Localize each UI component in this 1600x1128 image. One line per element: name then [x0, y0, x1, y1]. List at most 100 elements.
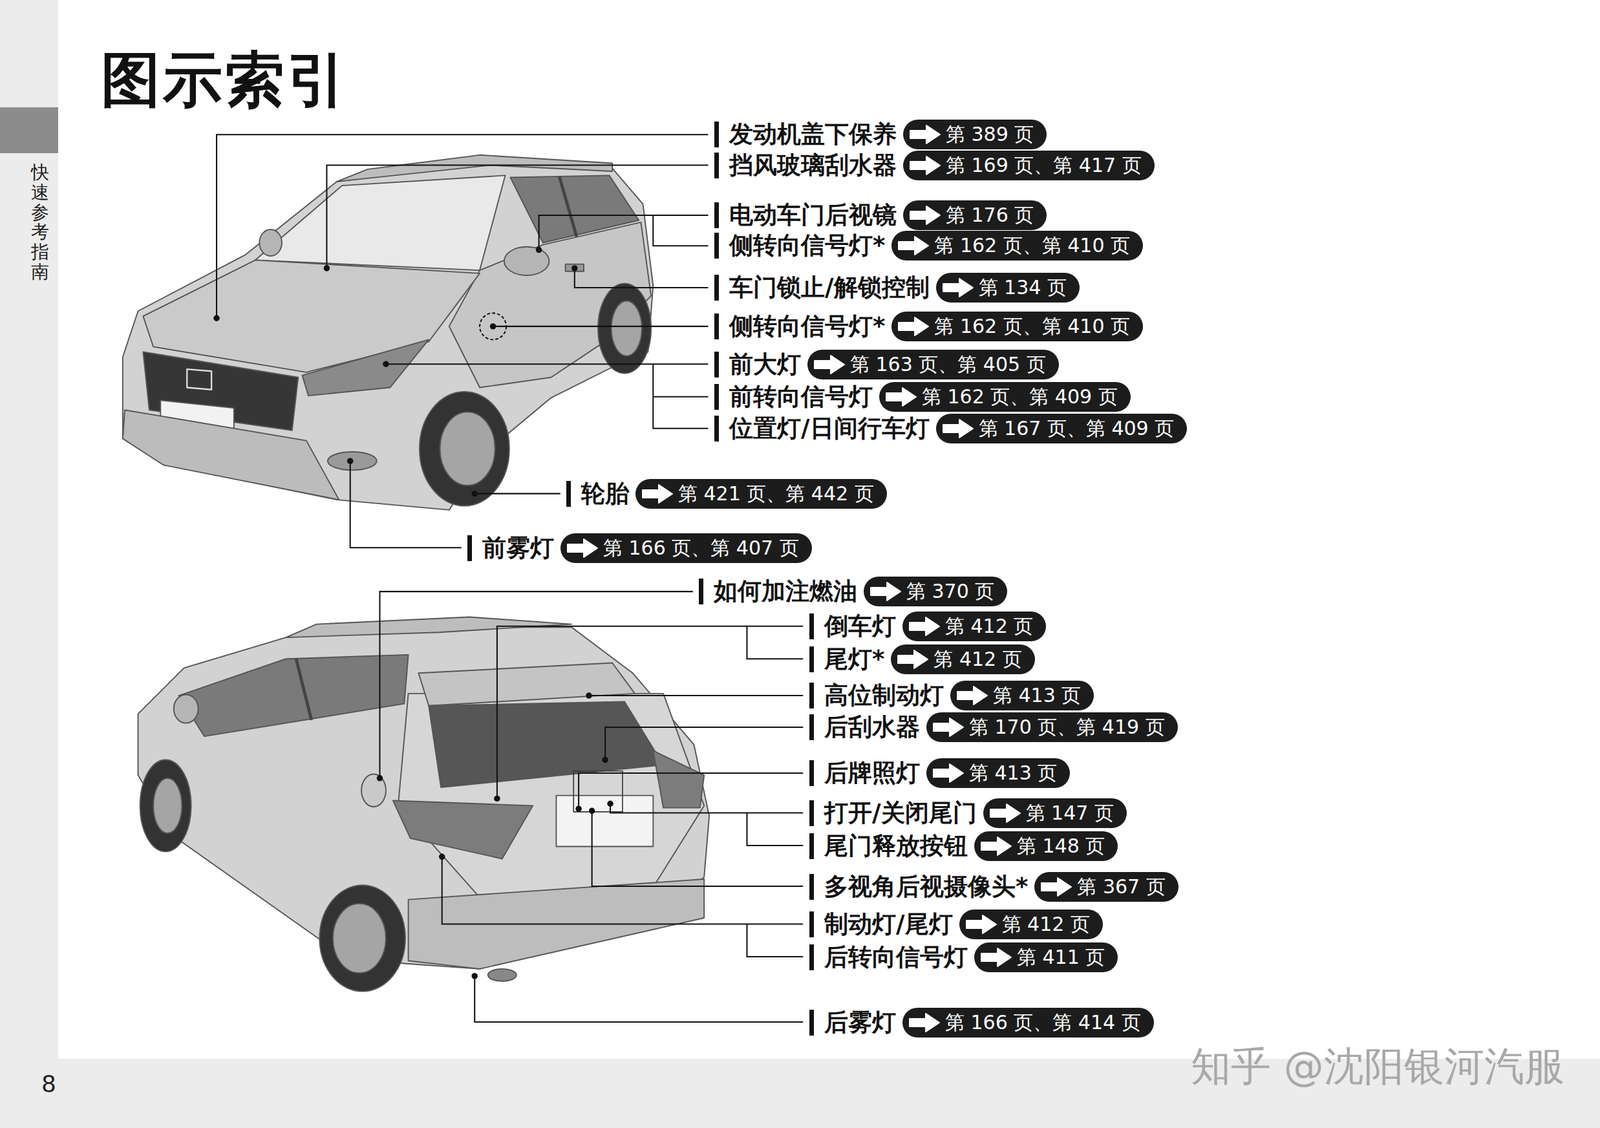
callout-bar — [809, 682, 814, 709]
leader-dot — [213, 315, 220, 322]
front-wheel — [419, 391, 510, 507]
arrow-shape — [966, 915, 997, 934]
leader-line — [746, 812, 803, 845]
callout-bar — [809, 800, 814, 827]
page-ref-pill: 第 421 页、第 442 页 — [635, 479, 887, 509]
page-ref-pill: 第 176 页 — [903, 200, 1047, 231]
callout-bar — [809, 613, 814, 640]
leader-line — [326, 165, 708, 269]
leader-line — [746, 626, 803, 659]
pillar — [559, 176, 577, 237]
headlight — [302, 339, 430, 396]
arrow-icon — [907, 615, 942, 638]
fuel-door — [361, 774, 386, 807]
page-ref-pill: 第 389 页 — [903, 119, 1047, 150]
page-ref: 第 162 页、第 409 页 — [921, 384, 1118, 411]
arrow-icon — [979, 835, 1014, 858]
callout-bar — [809, 833, 814, 860]
pillar — [296, 658, 312, 721]
callout-bar — [566, 480, 571, 507]
arrow-shape — [943, 419, 973, 438]
arrow-icon — [896, 648, 930, 671]
watermark: 知乎 @沈阳银河汽服 — [1190, 1039, 1565, 1094]
leader-line — [539, 215, 709, 251]
arrow-shape — [910, 125, 940, 144]
callout: 位置灯/日间行车灯第 167 页、第 409 页 — [714, 412, 1187, 445]
arrow-shape — [642, 484, 673, 503]
part-name: 后刮水器 — [824, 711, 920, 744]
part-name: 挡风玻璃刮水器 — [729, 149, 897, 182]
page-ref-pill: 第 367 页 — [1034, 872, 1178, 902]
leader-line — [493, 325, 709, 328]
arrow-shape — [814, 355, 845, 374]
logo — [186, 369, 212, 390]
callout: 后转向信号灯第 411 页 — [809, 941, 1118, 974]
left-mirror — [259, 229, 282, 256]
arrow-icon — [988, 802, 1023, 825]
leader-line — [652, 363, 708, 428]
page-ref: 第 134 页 — [978, 274, 1067, 302]
callout: 发动机盖下保养第 389 页 — [714, 118, 1047, 151]
callout-bar — [809, 1009, 814, 1036]
arrow-shape — [910, 156, 940, 175]
callout-bar — [809, 944, 814, 971]
leader-line — [442, 856, 804, 924]
leader-line — [385, 363, 709, 365]
leader-dot — [323, 265, 330, 271]
leader-line — [574, 268, 709, 288]
arrow-shape — [1041, 877, 1072, 896]
leader-line — [610, 803, 803, 813]
rear-window — [428, 701, 664, 788]
part-name: 位置灯/日间行车灯 — [729, 412, 930, 445]
arrow-icon — [907, 1011, 942, 1034]
tail-light-right — [652, 750, 704, 808]
part-name: 车门锁止/解锁控制 — [729, 271, 930, 304]
callout: 后雾灯第 166 页、第 414 页 — [809, 1006, 1154, 1039]
side-panel — [449, 222, 651, 388]
side-mirror — [504, 246, 549, 276]
front-rim — [440, 411, 496, 486]
part-name: 侧转向信号灯* — [729, 229, 886, 262]
arrow-icon — [1039, 875, 1074, 898]
callout: 多视角后视摄像头*第 367 页 — [809, 870, 1179, 904]
rear-wheel — [597, 283, 651, 374]
arrow-icon — [884, 385, 918, 408]
page-ref-pill: 第 147 页 — [983, 798, 1127, 829]
part-name: 后雾灯 — [824, 1006, 896, 1039]
leader-dot — [571, 265, 578, 271]
callout: 侧转向信号灯*第 162 页、第 410 页 — [714, 229, 1143, 262]
leader-dot — [493, 795, 500, 802]
callout-bar — [714, 384, 719, 410]
leader-dot — [490, 323, 496, 330]
page-ref-pill: 第 162 页、第 410 页 — [891, 311, 1143, 342]
fog-light — [327, 451, 377, 470]
page-ref-pill: 第 170 页、第 419 页 — [926, 712, 1178, 743]
rear-plate — [555, 795, 653, 847]
leader-line — [578, 773, 803, 809]
leader-dot — [382, 361, 389, 368]
part-name: 电动车门后视镜 — [729, 199, 897, 232]
page-number: 8 — [41, 1070, 57, 1098]
leader-dot — [588, 808, 595, 814]
page-ref: 第 166 页、第 407 页 — [603, 535, 800, 562]
part-name: 侧转向信号灯* — [729, 310, 886, 343]
page-ref-pill: 第 413 页 — [950, 680, 1094, 711]
arrow-shape — [898, 236, 929, 255]
callout: 电动车门后视镜第 176 页 — [714, 199, 1047, 232]
arrow-shape — [886, 387, 917, 406]
callout: 尾门释放按钮第 148 页 — [809, 830, 1118, 863]
arrow-shape — [909, 617, 940, 636]
leader-dot — [585, 692, 592, 699]
callout: 挡风玻璃刮水器第 169 页、第 417 页 — [714, 149, 1155, 182]
part-name: 轮胎 — [581, 477, 630, 511]
page-ref: 第 412 页 — [933, 646, 1022, 673]
arrow-shape — [933, 718, 964, 737]
callout: 侧转向信号灯*第 162 页、第 410 页 — [714, 310, 1143, 343]
leader-line — [350, 460, 462, 548]
arrow-icon — [979, 946, 1014, 969]
tailgate — [398, 693, 704, 898]
rear-wheel — [319, 885, 406, 992]
page-ref-pill: 第 169 页、第 417 页 — [903, 150, 1155, 181]
arrow-shape — [943, 278, 973, 297]
callout: 打开/关闭尾门第 147 页 — [809, 797, 1127, 830]
